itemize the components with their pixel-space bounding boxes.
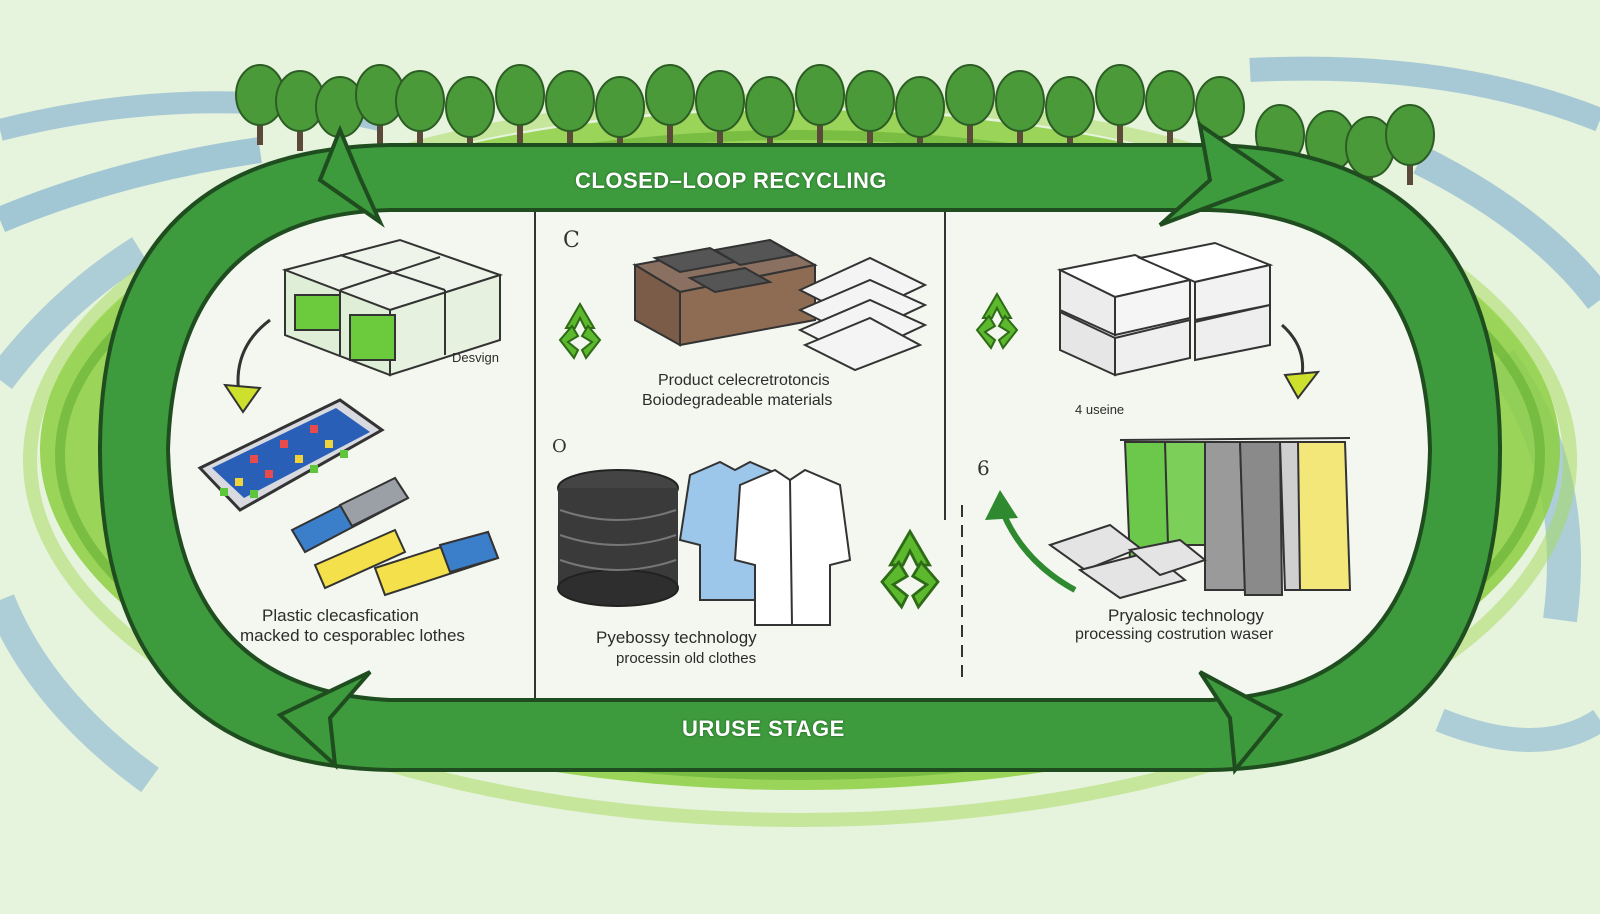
- tree-icon: [1095, 64, 1145, 145]
- tree-icon: [645, 64, 695, 145]
- design-boxes-illustration: [281, 238, 504, 377]
- smartphone-illustration: [197, 398, 385, 512]
- recycle-icon: [558, 302, 602, 360]
- top-banner-title: CLOSED–LOOP RECYCLING: [575, 168, 888, 193]
- panel2-caption-line1: Pyebossy technology: [596, 628, 757, 647]
- panel-dividers: [534, 212, 963, 698]
- panel3-caption-line2: processing costrution waser: [1075, 626, 1274, 643]
- tree-icon: [995, 70, 1045, 151]
- recycle-icon: [880, 528, 940, 610]
- panel3-marker: 6: [977, 456, 990, 480]
- white-boxes-illustration: [1056, 241, 1274, 377]
- bottom-arrow-heads: [276, 670, 1284, 776]
- panel2-caption-line2: processin old clothes: [616, 650, 757, 667]
- yarn-roll-illustration: [557, 469, 679, 607]
- shirts-illustration: [678, 460, 852, 626]
- tree-icon: [495, 64, 545, 145]
- paper-stack-illustration: [797, 256, 928, 372]
- tree-icon: [545, 70, 595, 151]
- tree-icon: [395, 70, 445, 151]
- panel2-top-caption-line2: Boiodegradeable materials: [642, 392, 833, 409]
- tree-icon: [795, 64, 845, 145]
- bottom-banner-title: URUSE STAGE: [682, 716, 845, 741]
- panel2-top-caption-line1: Product celecretrotoncis: [658, 372, 830, 389]
- tree-icon: [695, 70, 745, 151]
- tree-icon: [595, 76, 645, 157]
- rubble-illustration: [1047, 523, 1208, 600]
- recycle-icon: [975, 292, 1019, 350]
- top-arrow-heads: [317, 120, 1285, 228]
- clothes-rack-illustration: [1119, 437, 1352, 596]
- panel2-marker-top: C: [563, 228, 580, 253]
- batteries-illustration: [290, 476, 500, 597]
- tree-line: [235, 64, 1435, 197]
- panel1-arrow-head: [223, 383, 262, 414]
- panel3-small-label: 4 useine: [1075, 402, 1125, 417]
- panel1-caption-line2: macked to cesporablec lothes: [240, 626, 465, 645]
- tree-icon: [895, 76, 945, 157]
- crates-illustration: [632, 238, 818, 347]
- tree-icon: [445, 76, 495, 157]
- tree-icon: [745, 76, 795, 157]
- design-label: Desvign: [452, 350, 499, 365]
- panel3-caption-line1: Pryalosic technology: [1108, 606, 1264, 625]
- panel3-arrow-head: [1283, 370, 1321, 400]
- tree-icon: [945, 64, 995, 145]
- panel2-marker-mid: O: [552, 436, 567, 457]
- panel3-return-arrow-head: [985, 490, 1018, 520]
- tree-icon: [845, 70, 895, 151]
- panel1-caption-line1: Plastic clecasfication: [262, 606, 419, 625]
- tree-icon: [1345, 116, 1395, 197]
- tree-icon: [1045, 76, 1095, 157]
- tree-icon: [1145, 70, 1195, 151]
- tree-icon: [1385, 104, 1435, 185]
